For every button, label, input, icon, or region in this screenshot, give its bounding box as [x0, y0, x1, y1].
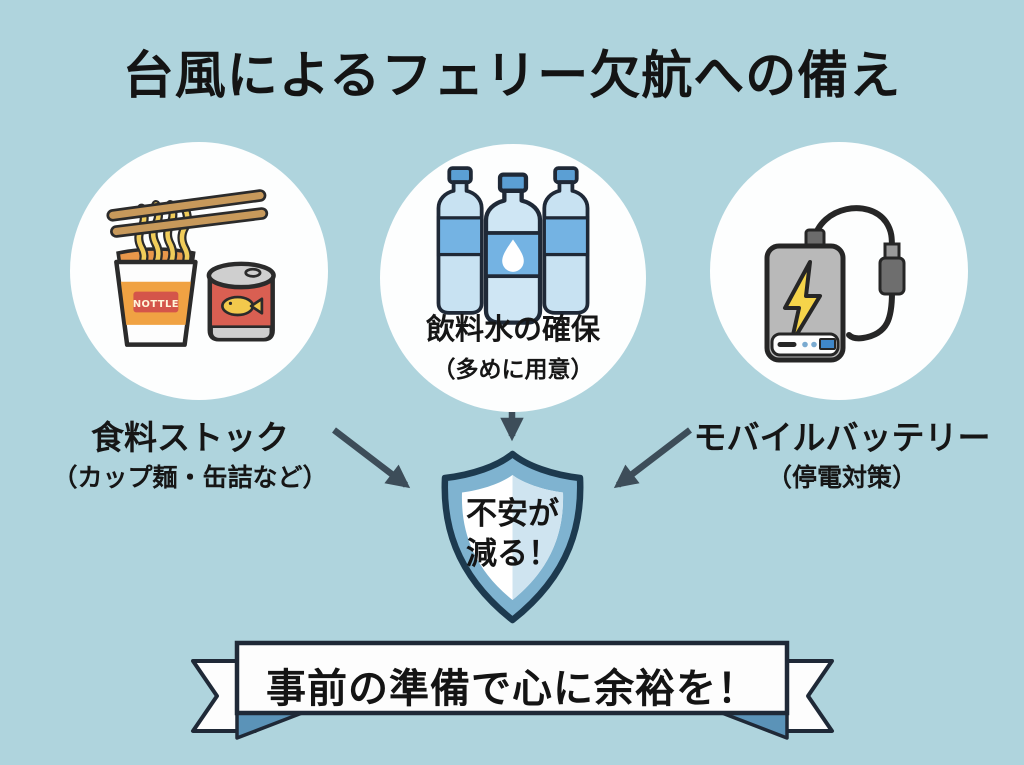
battery-label: モバイルバッテリー — [693, 418, 991, 457]
water-bottle-right — [542, 166, 590, 315]
cup-brand-label — [133, 291, 179, 313]
canned-fish-icon — [206, 261, 276, 342]
chopsticks-icon — [106, 189, 269, 238]
battery-label-group: モバイルバッテリー （停電対策） — [674, 418, 1010, 493]
cup-noodles-and-canned-food-icon: NOTTLE — [106, 189, 276, 347]
cable — [811, 205, 895, 253]
banner-ribbon: 事前の準備で心に余裕を！ — [185, 636, 840, 750]
shield-line2: 減る！ — [466, 535, 559, 572]
ribbon-panel — [234, 640, 790, 716]
power-bank-ports — [770, 332, 840, 357]
ribbon-fold-left — [235, 711, 304, 740]
ribbon-icon — [191, 640, 834, 740]
usb-plug-icon — [878, 242, 906, 296]
page-title: 台風によるフェリー欠航への備え — [122, 47, 902, 106]
water-sublabel: （多めに用意） — [432, 357, 594, 383]
usb-port — [819, 338, 836, 350]
battery-sublabel: （停電対策） — [766, 462, 917, 492]
water-bottle-left — [436, 166, 484, 315]
water-label: 飲料水の確保 — [425, 312, 600, 346]
can-pull-tab — [244, 267, 262, 278]
power-bank-icon — [764, 205, 906, 363]
water-circle: 飲料水の確保 （多めに用意） — [380, 144, 646, 412]
food-label: 食料ストック — [91, 418, 289, 457]
cable-end — [846, 289, 895, 342]
ribbon-fold-right — [720, 711, 789, 740]
banner-text: 事前の準備で心に余裕を！ — [266, 666, 758, 712]
cup-brand-text: NOTTLE — [133, 299, 179, 310]
water-bottles-icon — [436, 166, 590, 325]
food-stock-circle: NOTTLE — [70, 142, 328, 400]
fish-icon — [221, 295, 264, 317]
water-drop-icon — [502, 239, 524, 272]
battery-circle — [710, 142, 968, 400]
food-sublabel: （カップ麺・缶詰など） — [52, 462, 328, 492]
shield: 不安が 減る！ — [430, 447, 595, 627]
shield-icon — [441, 450, 584, 624]
shield-text: 不安が 減る！ — [430, 495, 595, 574]
food-label-group: 食料ストック （カップ麺・缶詰など） — [28, 418, 352, 493]
shield-line1: 不安が — [466, 496, 559, 532]
water-bottle-center — [483, 172, 543, 325]
